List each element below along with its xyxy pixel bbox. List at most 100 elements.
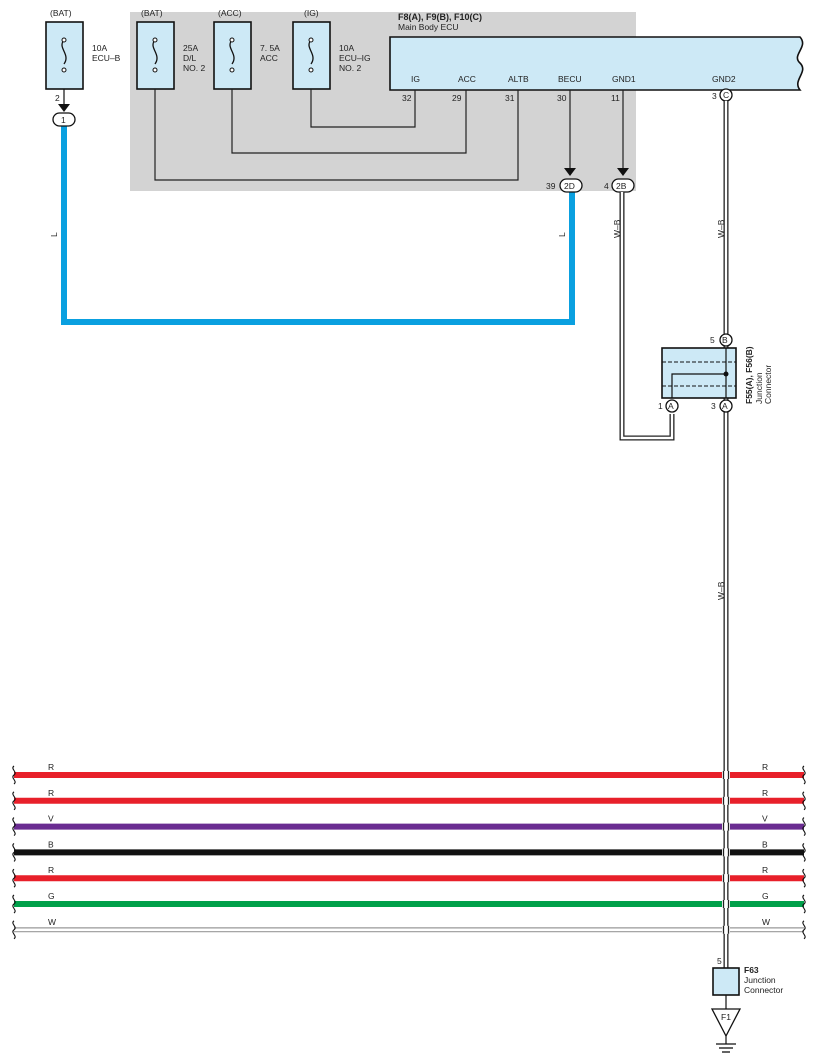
bus-crossing-wire-3 xyxy=(722,848,730,857)
svg-text:ECU–IG: ECU–IG xyxy=(339,53,371,63)
wire-label-wb-gnd2: W–B xyxy=(716,219,726,238)
junction1-line1: Junction xyxy=(754,372,764,404)
bus-break-2-left xyxy=(12,817,16,837)
svg-text:3: 3 xyxy=(711,401,716,411)
svg-text:(IG): (IG) xyxy=(304,8,319,18)
pin-num-3: 3 xyxy=(712,91,717,101)
bus-wire-label-6-right: W xyxy=(762,917,770,927)
connector-2d-label: 2D xyxy=(564,181,575,191)
svg-text:B: B xyxy=(722,335,728,345)
bus-wire-label-2-right: V xyxy=(762,814,768,824)
bus-crossing-wire-0 xyxy=(722,771,730,779)
svg-text:(BAT): (BAT) xyxy=(50,8,72,18)
bus-break-0-right xyxy=(802,765,806,785)
bus-break-4-right xyxy=(802,868,806,888)
junction2-line1: Junction xyxy=(744,975,776,985)
fuse-pin-num: 2 xyxy=(55,93,60,103)
bus-wire-label-3-right: B xyxy=(762,839,768,849)
bus-crossing-gap-0 xyxy=(722,771,730,779)
bus-crossing-wire-2 xyxy=(722,822,730,831)
fuse-dl-no2: (BAT) 25A D/L NO. 2 xyxy=(136,8,205,90)
junction2-line2: Connector xyxy=(744,985,783,995)
bus-wire-label-5-left: G xyxy=(48,891,55,901)
svg-text:NO. 2: NO. 2 xyxy=(183,63,205,73)
pin-label-acc: ACC xyxy=(458,74,476,84)
bus-wire-label-1-right: R xyxy=(762,788,768,798)
bus-crossing-gap-4 xyxy=(722,874,730,883)
pin-num-30: 30 xyxy=(557,93,567,103)
svg-text:10A: 10A xyxy=(92,43,107,53)
svg-text:A: A xyxy=(668,401,674,411)
svg-text:7. 5A: 7. 5A xyxy=(260,43,280,53)
junction1-title: F55(A), F56(B) xyxy=(744,346,754,404)
bus-wire-label-0-right: R xyxy=(762,762,768,772)
wire-label-l-right: L xyxy=(557,232,567,237)
svg-text:D/L: D/L xyxy=(183,53,197,63)
bus-break-0-left xyxy=(12,765,16,785)
connector-1 xyxy=(52,112,76,127)
connector-2b-label: 2B xyxy=(616,181,627,191)
svg-text:25A: 25A xyxy=(183,43,198,53)
bus-crossing-gap-2 xyxy=(722,822,730,831)
bus-wire-label-3-left: B xyxy=(48,839,54,849)
bus-crossing-wire-1 xyxy=(722,796,730,805)
arrow-becu xyxy=(564,168,576,176)
svg-text:1: 1 xyxy=(658,401,663,411)
bus-break-3-right xyxy=(802,842,806,862)
bus-break-6-left xyxy=(12,920,16,940)
connector-2b-pin: 4 xyxy=(604,181,609,191)
bus-break-4-left xyxy=(12,868,16,888)
wire-l-blue xyxy=(61,126,575,325)
pin-num-29: 29 xyxy=(452,93,462,103)
bus-crossing-gap-1 xyxy=(722,796,730,805)
junction1-line2: Connector xyxy=(763,365,773,404)
bus-break-6-right xyxy=(802,920,806,940)
ground-label: F1 xyxy=(721,1012,731,1022)
wire-label-l-left: L xyxy=(49,232,59,237)
bus-wire-label-5-right: G xyxy=(762,891,769,901)
junction2-title: F63 xyxy=(744,965,759,975)
wire-wb-gnd1 xyxy=(619,192,675,441)
fuse-ecu-b: (BAT) 10A ECU–B xyxy=(45,8,121,90)
fuse-ecu-ig-no2: (IG) 10A ECU–IG NO. 2 xyxy=(292,8,371,90)
bus-crossing-wire-5 xyxy=(722,900,730,908)
internal-wires xyxy=(154,89,624,181)
main-body-ecu xyxy=(389,36,804,91)
bus-wire-label-4-right: R xyxy=(762,865,768,875)
bus-break-5-left xyxy=(12,894,16,914)
connector-2d xyxy=(559,178,583,193)
svg-text:10A: 10A xyxy=(339,43,354,53)
bus-wires: R R R R V V B B R R G G W W xyxy=(12,762,806,940)
bus-break-2-right xyxy=(802,817,806,837)
svg-text:A: A xyxy=(722,401,728,411)
pin-num-32: 32 xyxy=(402,93,412,103)
svg-text:(ACC): (ACC) xyxy=(218,8,242,18)
bus-wire-label-6-left: W xyxy=(48,917,56,927)
pin-label-becu: BECU xyxy=(558,74,582,84)
connector-2d-pin: 39 xyxy=(546,181,556,191)
junction-connector-f63 xyxy=(712,967,740,996)
bus-break-1-left xyxy=(12,791,16,811)
pin-num-31: 31 xyxy=(505,93,515,103)
svg-text:(BAT): (BAT) xyxy=(141,8,163,18)
pin-label-altb: ALTB xyxy=(508,74,529,84)
arrow-fuse xyxy=(58,104,70,112)
bus-wire-label-4-left: R xyxy=(48,865,54,875)
junction-connector-f55-f56 xyxy=(661,333,737,413)
bus-wire-label-2-left: V xyxy=(48,814,54,824)
bus-wire-label-0-left: R xyxy=(48,762,54,772)
ecu-title: F8(A), F9(B), F10(C) xyxy=(398,12,482,22)
bus-crossing-gap-5 xyxy=(722,900,730,908)
svg-text:C: C xyxy=(723,90,729,100)
ecu-subtitle: Main Body ECU xyxy=(398,22,458,32)
svg-text:NO. 2: NO. 2 xyxy=(339,63,361,73)
bus-wire-label-1-left: R xyxy=(48,788,54,798)
pin-label-gnd2: GND2 xyxy=(712,74,736,84)
svg-text:5: 5 xyxy=(717,956,722,966)
svg-text:5: 5 xyxy=(710,335,715,345)
bus-break-3-left xyxy=(12,842,16,862)
bus-crossing-gap-6 xyxy=(722,925,730,934)
bus-crossing-wire-6 xyxy=(722,925,730,934)
